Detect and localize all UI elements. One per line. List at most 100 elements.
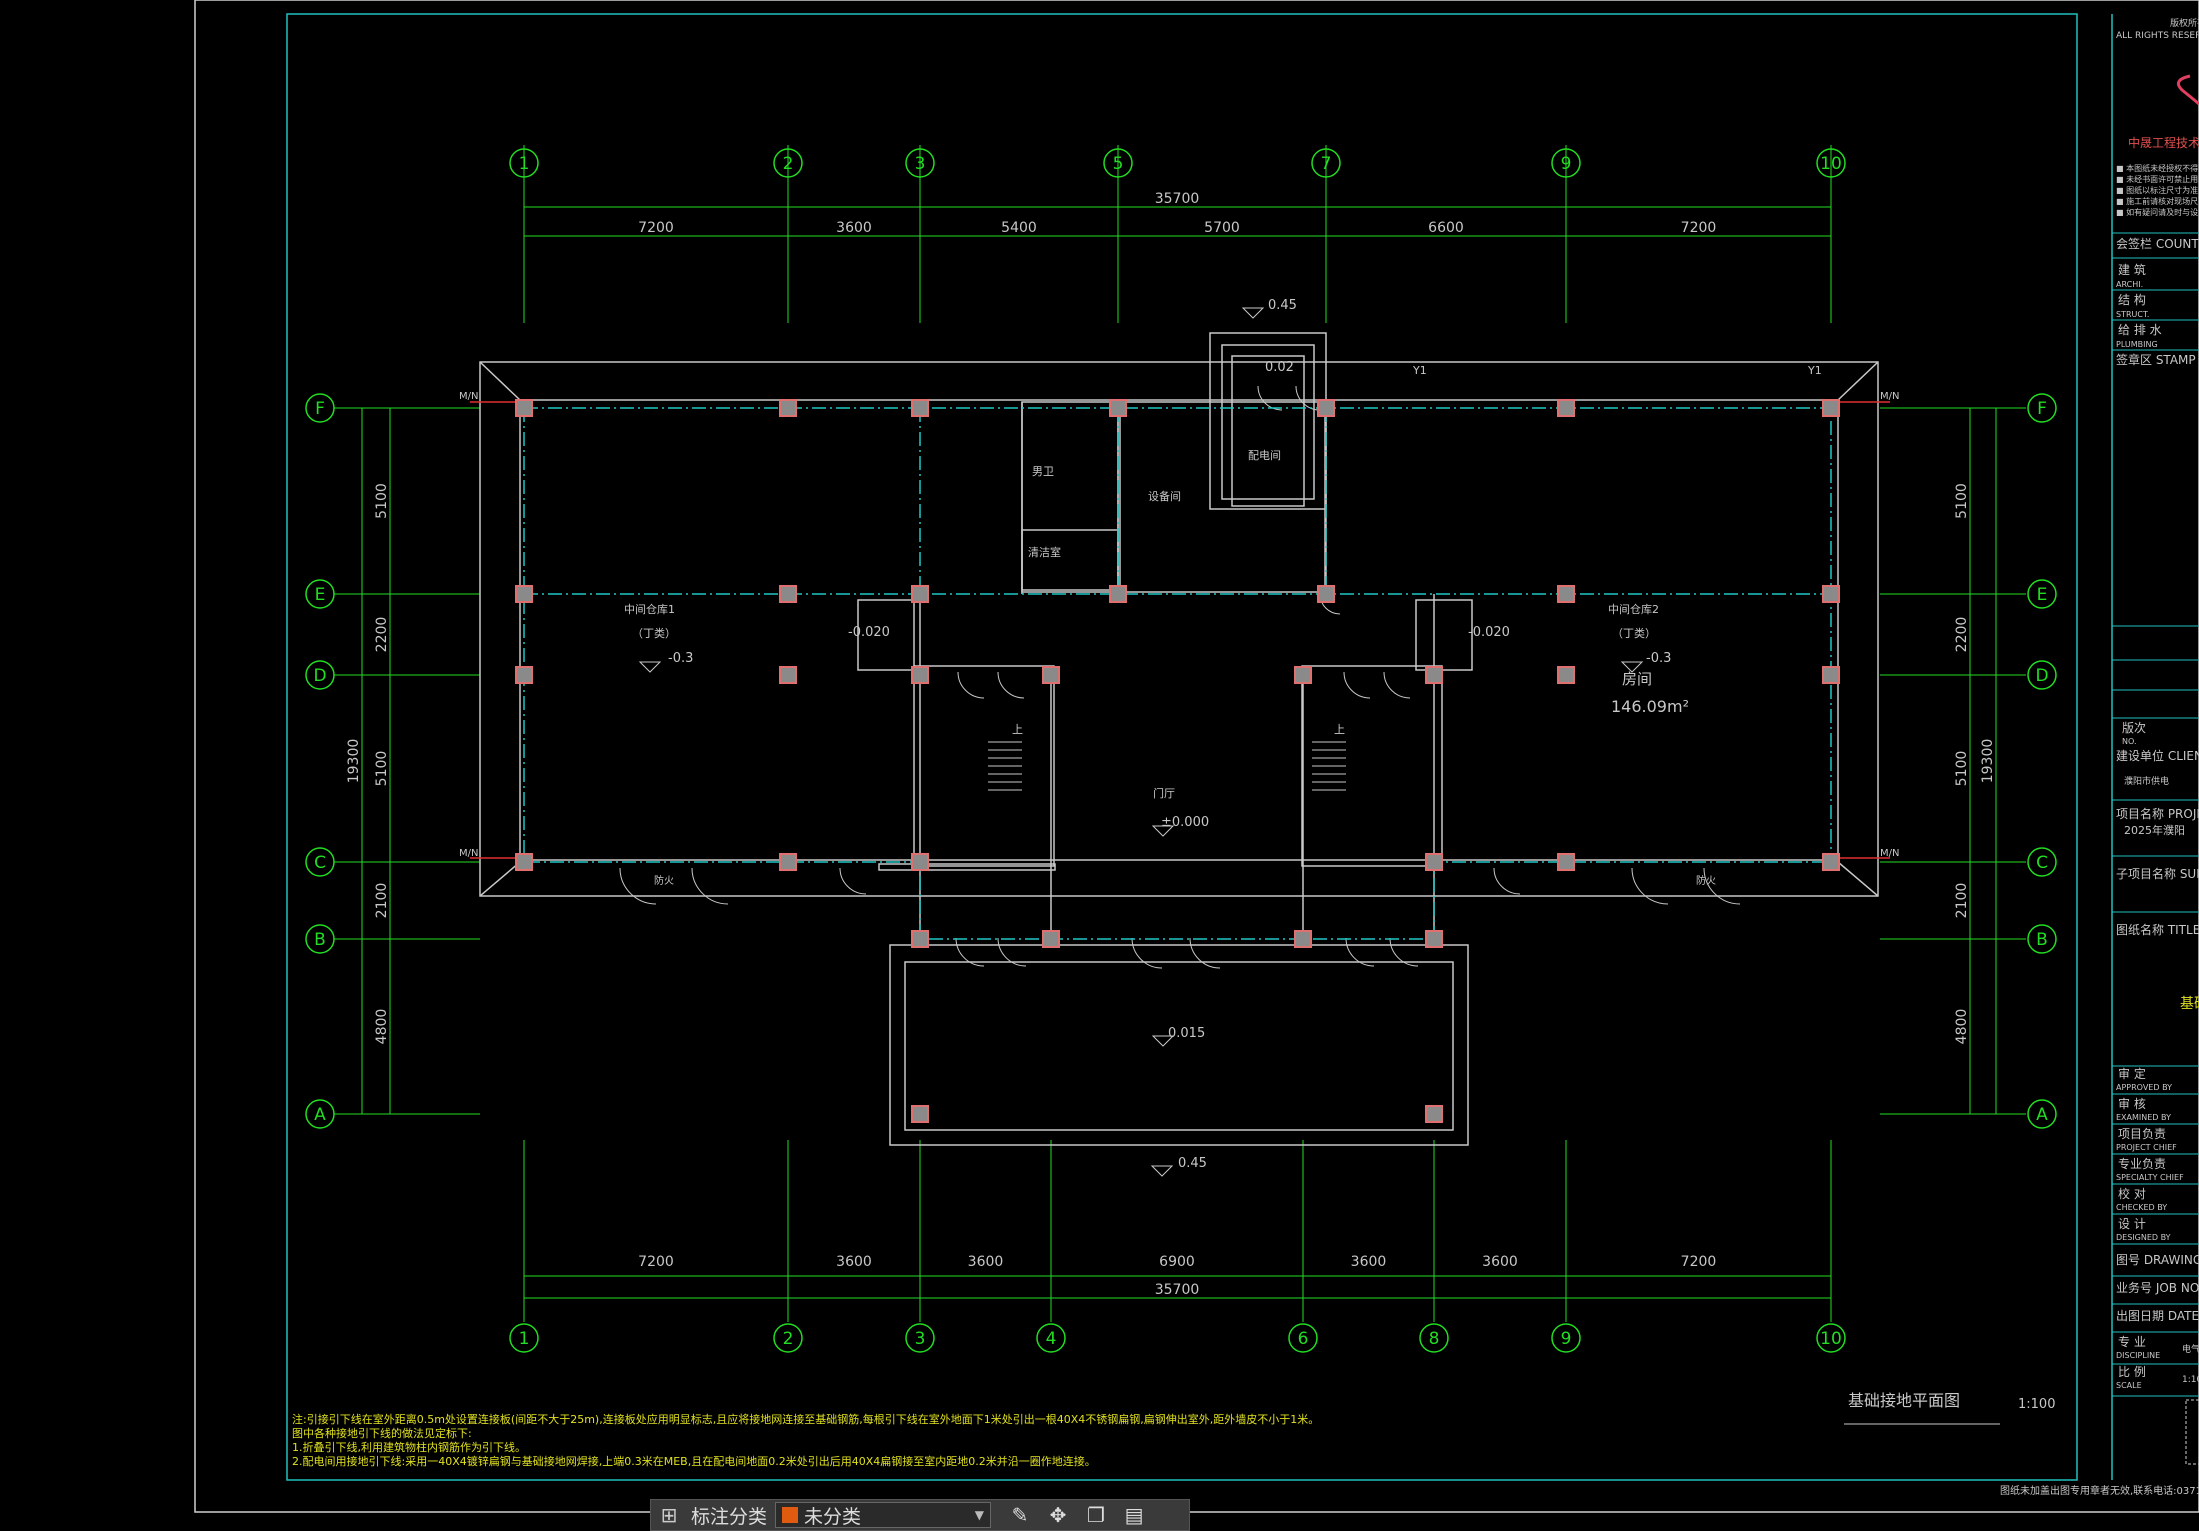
structural-column xyxy=(515,399,533,417)
dim-right-total: 19300 xyxy=(1980,739,1996,784)
axis-circle-bottom xyxy=(1551,1323,1581,1353)
annotation-toolbar: ⊞ 标注分类 未分类 ▼ ✎ ✥ ❐ ▤ xyxy=(650,1499,1190,1531)
tb-client: 建设单位 CLIENT xyxy=(2116,748,2199,763)
axis-label-right: A xyxy=(2036,1105,2048,1125)
category-select[interactable]: 未分类 ▼ xyxy=(775,1502,992,1528)
dim-top-segment: 7200 xyxy=(638,220,674,236)
wall-outline xyxy=(1021,529,1119,591)
axis-label-top: 3 xyxy=(915,154,926,174)
wall-outline xyxy=(479,361,1879,897)
door-swing-arc xyxy=(957,671,985,699)
dim-top-segment: 3600 xyxy=(836,220,872,236)
wall-corner xyxy=(479,861,521,897)
dim-left-segment: 5100 xyxy=(374,751,390,787)
dim-left-segment: 2200 xyxy=(374,617,390,653)
door-swing-arc xyxy=(1345,937,1375,967)
tb-footer: 图纸未加盖出图专用章者无效,联系电话:0371-55397391 xyxy=(2000,1484,2199,1497)
tb-drawing: 图纸名称 TITLE xyxy=(2116,922,2199,937)
room-hall: 门厅 xyxy=(1153,786,1175,800)
door-swing-arc xyxy=(997,937,1027,967)
dim-right-segment: 2200 xyxy=(1954,617,1970,653)
door-swing-arc xyxy=(1343,671,1371,699)
structural-column xyxy=(1109,399,1127,417)
dim-bottom-segment: 3600 xyxy=(1351,1254,1387,1270)
door-label: 防火 xyxy=(1696,874,1716,887)
structural-column xyxy=(1042,666,1060,684)
axis-circle-left xyxy=(305,393,335,423)
level-right-room: -0.3 xyxy=(1646,651,1671,666)
axis-circle-left xyxy=(305,924,335,954)
level-triangle xyxy=(1150,1165,1174,1177)
chevron-down-icon: ▼ xyxy=(974,1508,985,1522)
wall-outline xyxy=(1119,401,1326,593)
room-right: 中间仓库2 xyxy=(1608,602,1659,616)
axis-label-left: A xyxy=(314,1105,326,1125)
axis-circle-left xyxy=(305,847,335,877)
structural-column xyxy=(1822,585,1840,603)
wall-corner xyxy=(1837,361,1879,401)
structural-column xyxy=(1557,585,1575,603)
tb-role-cn: 审 定 xyxy=(2118,1066,2146,1081)
tb-company: 中晟工程技术有限公司 xyxy=(2128,135,2199,150)
sheet-border xyxy=(194,0,2199,1513)
dim-bottom-segment: 3600 xyxy=(836,1254,872,1270)
tb-drawing-value: 基础 xyxy=(2180,995,2199,1012)
edit-icon[interactable]: ✎ xyxy=(1011,1503,1029,1527)
category-select-value: 未分类 xyxy=(804,1505,862,1528)
dim-top-segment: 5700 xyxy=(1204,220,1240,236)
room-janitor: 清洁室 xyxy=(1028,545,1061,559)
door-swing-arc xyxy=(839,867,867,895)
dim-left-segment: 5100 xyxy=(374,483,390,519)
axis-label-bottom: 4 xyxy=(1046,1329,1057,1349)
axis-circle-top xyxy=(1311,148,1341,178)
tb-counter: 会签栏 COUNTER xyxy=(2116,236,2199,251)
structural-column xyxy=(1425,1105,1443,1123)
tb-sub: 子项目名称 SUB xyxy=(2116,866,2199,881)
room-toilet: 男卫 xyxy=(1032,465,1054,478)
room-left: 中间仓库1 xyxy=(624,602,675,616)
tb-drawing-no: 图号 DRAWING NO. xyxy=(2116,1253,2199,1267)
structural-column xyxy=(1557,399,1575,417)
axis-circle-right xyxy=(2027,660,2057,690)
tb-role-en: DESIGNED BY xyxy=(2116,1233,2171,1242)
marker-y1: Y1 xyxy=(1807,364,1822,377)
structural-column xyxy=(1317,585,1335,603)
drawing-title: 基础接地平面图 xyxy=(1848,1391,1960,1410)
door-swing-arc xyxy=(1493,867,1521,895)
company-logo-icon xyxy=(2176,74,2199,106)
wall-outline xyxy=(519,399,1839,861)
door-swing-arc xyxy=(955,937,985,967)
level-hall: ±0.000 xyxy=(1161,815,1209,830)
axis-label-bottom: 1 xyxy=(519,1329,530,1349)
paste-icon[interactable]: ▤ xyxy=(1124,1503,1144,1527)
door-swing-arc xyxy=(1389,937,1419,967)
tb-client-value: 濮阳市供电 xyxy=(2124,775,2169,787)
stair-up-right: 上 xyxy=(1334,723,1345,736)
structural-column xyxy=(911,585,929,603)
axis-circle-bottom xyxy=(1816,1323,1846,1353)
move-icon[interactable]: ✥ xyxy=(1049,1503,1067,1527)
tb-role-cn: 专业负责 xyxy=(2118,1156,2166,1171)
marker-y1: Y1 xyxy=(1412,364,1427,377)
level-bottom: 0.45 xyxy=(1178,1156,1207,1171)
wall-outline xyxy=(1301,665,1443,867)
axis-circle-left xyxy=(305,1099,335,1129)
tb-discipline-cn: 专 业 xyxy=(2118,1334,2146,1349)
grid-panel-icon[interactable]: ⊞ xyxy=(660,1503,678,1527)
dim-right-segment: 5100 xyxy=(1954,483,1970,519)
axis-circle-bottom xyxy=(905,1323,935,1353)
tb-bullet: ■ 未经书面许可禁止用于其他工程 xyxy=(2116,174,2199,184)
tb-scale-en: SCALE xyxy=(2116,1381,2142,1390)
design-note: 1.折叠引下线,利用建筑物柱内钢筋作为引下线。 xyxy=(292,1440,526,1454)
axis-circle-left xyxy=(305,660,335,690)
tb-bullet: ■ 图纸以标注尺寸为准 xyxy=(2116,185,2198,195)
structural-column xyxy=(911,399,929,417)
axis-label-bottom: 6 xyxy=(1298,1329,1309,1349)
copy-icon[interactable]: ❐ xyxy=(1087,1503,1105,1527)
tb-project: 项目名称 PROJE xyxy=(2116,806,2199,821)
room-equipment: 设备间 xyxy=(1148,489,1181,503)
marker-mn: M/N xyxy=(459,848,478,859)
structural-column xyxy=(779,399,797,417)
dim-bottom-segment: 6900 xyxy=(1159,1254,1195,1270)
